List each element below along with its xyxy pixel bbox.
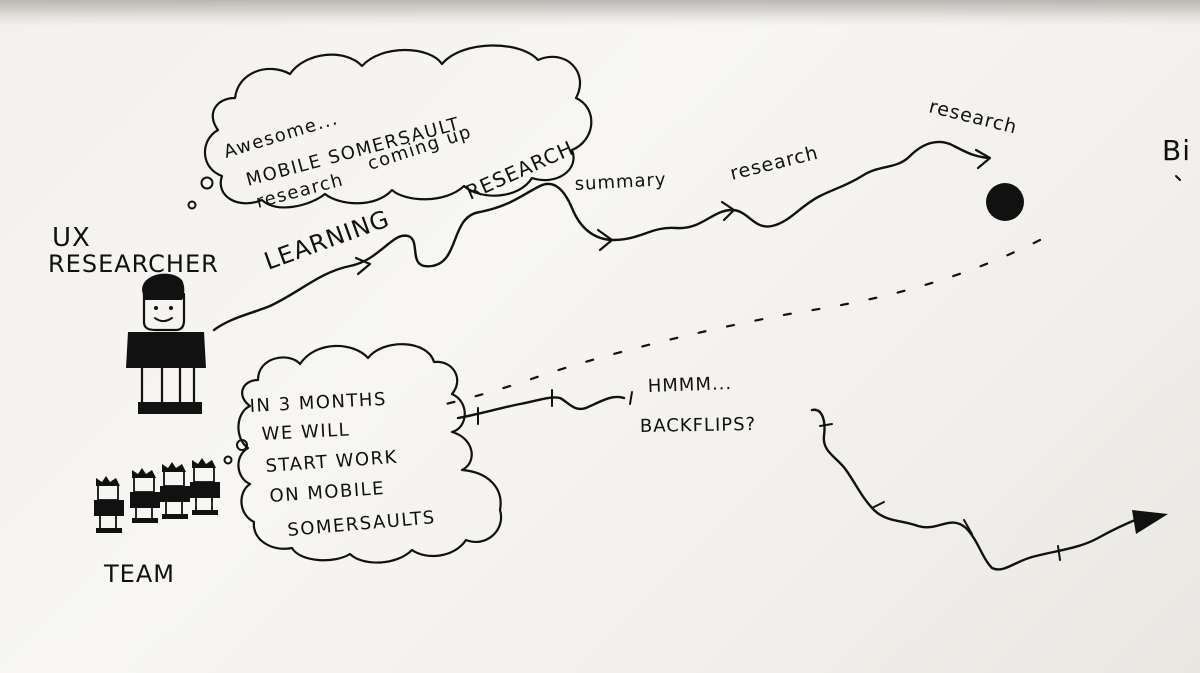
label-research-2: research [728,142,821,185]
cloud-bottom-line5: SOMERSAULTS [287,507,437,541]
researcher-hair [142,273,185,300]
researcher-smile [154,317,173,322]
team-path-continued [810,408,1142,571]
label-backflips: BACKFLIPS? [640,414,757,437]
thought-bubble-bottom-2 [223,455,233,465]
cloud-bottom-line3: START WORK [265,447,399,477]
dotted-connector [444,238,1042,406]
path-arrow-1 [354,256,372,276]
researcher-eye-left [154,306,158,310]
team-path-arrowhead [1132,510,1168,534]
team-member-4 [190,458,220,515]
team-path-ticks-2 [819,423,1061,561]
cloud-bottom-line4: ON MOBILE [269,478,386,507]
researcher-head [142,290,186,332]
team-member-2 [130,468,160,523]
team-member-3 [160,462,190,519]
thought-cloud-bottom [237,343,503,564]
researcher-feet [138,402,202,414]
path-arrow-4 [974,148,992,170]
label-researcher: RESEARCHER [48,250,219,278]
researcher-figure [126,273,206,414]
label-learning: LEARNING [260,204,393,275]
team-member-1 [94,476,124,533]
thought-bubble-top-2 [187,200,197,210]
cloud-bottom-line2: WE WILL [261,419,351,445]
path-arrow-3 [720,200,736,222]
researcher-eye-right [169,306,173,310]
team-figures [94,458,220,533]
team-path-ticks-1 [477,389,553,425]
label-research-1: RESEARCH [462,136,577,205]
label-summary: summary [574,169,667,195]
label-team: TEAM [103,560,175,588]
thought-bubble-bottom-1 [236,439,248,451]
cut-off-mark [1175,175,1181,181]
thought-bubble-top-1 [200,176,214,190]
label-ux: UX [52,223,91,253]
goal-dot [986,183,1024,221]
team-path-gap-mark [629,391,633,405]
label-cut-off-edge: Bi [1162,134,1191,167]
path-arrow-2 [596,228,614,252]
cloud-bottom-line1: IN 3 MONTHS [249,389,387,417]
team-path [456,395,626,420]
researcher-body [126,332,206,368]
label-hmmm: HMMM... [647,373,732,397]
researcher-path [212,140,990,332]
thought-cloud-top [203,44,593,209]
researcher-legs [140,366,196,406]
label-research-3: research [927,96,1020,139]
paper-edge-shadow [0,0,1200,26]
